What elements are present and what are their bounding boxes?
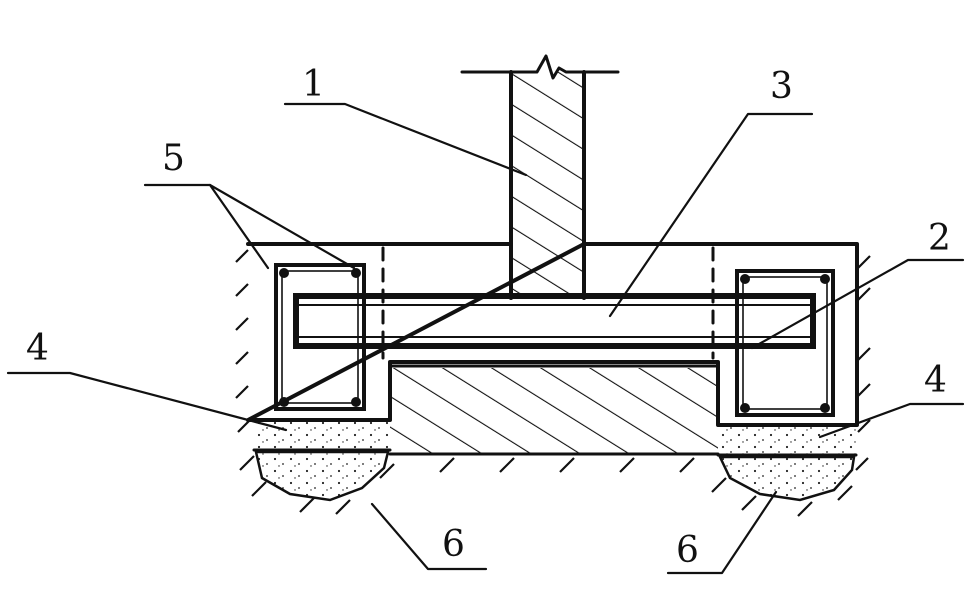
label-5: 5 — [162, 138, 185, 179]
label-6-left: 6 — [442, 524, 465, 565]
leader-4-left — [6, 371, 288, 432]
leader-6-right — [666, 490, 778, 575]
ground-hatch — [235, 249, 871, 517]
fill-pit-right — [718, 455, 856, 502]
leader-5b — [208, 183, 356, 270]
label-6-right: 6 — [676, 530, 699, 571]
bedding-layer-left — [252, 420, 392, 452]
label-4-right: 4 — [924, 360, 947, 401]
fill-pit-left — [254, 450, 390, 502]
label-2: 2 — [928, 218, 951, 259]
leader-5a — [143, 183, 270, 270]
leader-4-right — [818, 402, 965, 439]
leader-lines — [6, 102, 965, 575]
column — [460, 54, 620, 300]
leader-6-left — [370, 502, 488, 571]
right-stirrup — [735, 269, 835, 417]
label-4-left: 4 — [26, 328, 49, 369]
main-rebar — [293, 293, 816, 349]
leader-2 — [750, 258, 965, 350]
label-3: 3 — [770, 66, 793, 107]
leader-1 — [283, 102, 528, 177]
soil-core — [388, 364, 720, 456]
leader-3 — [608, 112, 814, 318]
bedding-layer-right — [716, 425, 858, 457]
left-stirrup — [274, 263, 366, 411]
label-1: 1 — [302, 64, 325, 105]
